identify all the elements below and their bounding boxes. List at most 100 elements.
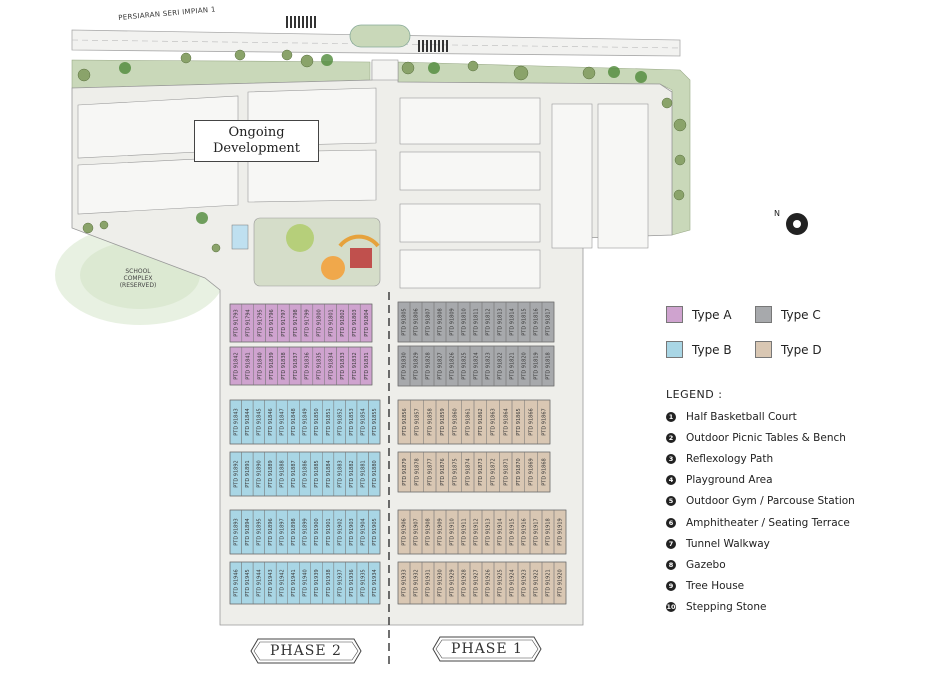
lot-plot[interactable] [537,451,551,493]
lot-plot[interactable] [537,399,551,445]
lot-number-label: PTD 91917 [534,518,540,545]
lot-number-label: PTD 91912 [474,518,480,545]
lot-number-label: PTD 91931 [426,569,432,596]
lot-plot[interactable] [368,561,381,605]
lot-number-label: PTD 91916 [522,518,528,545]
type-d-key: Type D [755,341,822,358]
lot-number-label: PTD 91894 [245,518,251,545]
lot-block [397,301,555,343]
lot-number-label: PTD 91856 [402,408,408,435]
lot-plot[interactable] [368,509,381,555]
phase-2-label: PHASE 2 [270,643,342,659]
legend-title: LEGEND : [666,388,723,401]
lot-plot[interactable] [368,399,381,445]
lot-number-label: PTD 91861 [465,408,471,435]
lot-number-label: PTD 91914 [498,518,504,545]
lot-number-label: PTD 91835 [316,352,322,379]
lot-number-label: PTD 91875 [453,458,459,485]
lot-number-label: PTD 91942 [280,569,286,596]
lot-number-label: PTD 91892 [233,460,239,487]
lot-number-label: PTD 91794 [245,309,251,336]
lot-number-label: PTD 91944 [257,569,263,596]
lot-plot[interactable] [553,561,567,605]
legend-number: 2 [666,433,676,443]
lot-number-label: PTD 91907 [414,518,420,545]
lot-number-label: PTD 91888 [280,460,286,487]
lot-number-label: PTD 91842 [234,352,240,379]
lot-number-label: PTD 91847 [280,408,286,435]
lot-number-label: PTD 91869 [529,458,535,485]
legend-text: Amphitheater / Seating Terrace [686,517,850,529]
lot-number-label: PTD 91874 [465,458,471,485]
lot-number-label: PTD 91889 [268,460,274,487]
palm-trees [119,54,647,224]
compass-icon [786,213,808,235]
legend-text: Reflexology Path [686,453,774,465]
lot-number-label: PTD 91911 [462,518,468,545]
legend-number: 4 [666,475,676,485]
lot-number-label: PTD 91904 [360,518,366,545]
lot-number-label: PTD 91901 [326,518,332,545]
lot-number-label: PTD 91838 [281,352,287,379]
lot-number-label: PTD 91867 [541,408,547,435]
phase-1-label: PHASE 1 [451,641,523,657]
lot-number-label: PTD 91913 [486,518,492,545]
lot-number-label: PTD 91887 [291,460,297,487]
lot-plot[interactable] [359,346,373,386]
lot-number-label: PTD 91903 [349,518,355,545]
lot-number-label: PTD 91880 [372,460,378,487]
lot-block [229,561,381,605]
type-b-key: Type B [666,341,732,358]
compass-north-label: N [774,209,780,218]
lot-number-label: PTD 91823 [486,352,492,379]
lot-number-label: PTD 91800 [316,309,322,336]
lot-plot[interactable] [541,345,555,387]
lot-number-label: PTD 91900 [314,518,320,545]
lot-number-label: PTD 91816 [534,308,540,335]
lot-plot[interactable] [553,509,567,555]
lot-number-label: PTD 91848 [291,408,297,435]
lot-plot[interactable] [541,301,555,343]
lot-number-label: PTD 91865 [516,408,522,435]
school-line-2: COMPLEX [123,275,153,282]
lot-number-label: PTD 91925 [498,569,504,596]
lot-number-label: PTD 91864 [503,408,509,435]
type-c-swatch [755,306,772,323]
lot-number-label: PTD 91829 [414,352,420,379]
lot-number-label: PTD 91872 [491,458,497,485]
lot-number-label: PTD 91860 [453,408,459,435]
lot-number-label: PTD 91938 [326,569,332,596]
lot-number-label: PTD 91846 [268,408,274,435]
lot-number-label: PTD 91808 [438,308,444,335]
lot-number-label: PTD 91932 [414,569,420,596]
zebra-crossing-left [286,16,316,28]
lot-number-label: PTD 91936 [349,569,355,596]
lot-number-label: PTD 91881 [360,460,366,487]
lot-number-label: PTD 91928 [462,569,468,596]
lot-number-label: PTD 91844 [245,408,251,435]
lot-number-label: PTD 91819 [534,352,540,379]
lot-number-label: PTD 91893 [233,518,239,545]
lot-plot[interactable] [368,451,381,497]
lot-number-label: PTD 91902 [337,518,343,545]
lot-plot[interactable] [359,303,373,343]
lot-number-label: PTD 91841 [245,352,251,379]
lot-number-label: PTD 91876 [440,458,446,485]
lot-number-label: PTD 91836 [305,352,311,379]
lot-number-label: PTD 91909 [438,518,444,545]
lot-number-label: PTD 91858 [427,408,433,435]
lot-number-label: PTD 91879 [402,458,408,485]
entrance-road [371,59,399,81]
lot-number-label: PTD 91807 [426,308,432,335]
lot-number-label: PTD 91817 [546,308,552,335]
lot-number-label: PTD 91897 [280,518,286,545]
lot-number-label: PTD 91804 [364,309,370,336]
lot-number-label: PTD 91940 [303,569,309,596]
lot-number-label: PTD 91849 [303,408,309,435]
lot-number-label: PTD 91929 [450,569,456,596]
lot-number-label: PTD 91939 [314,569,320,596]
lot-number-label: PTD 91820 [522,352,528,379]
